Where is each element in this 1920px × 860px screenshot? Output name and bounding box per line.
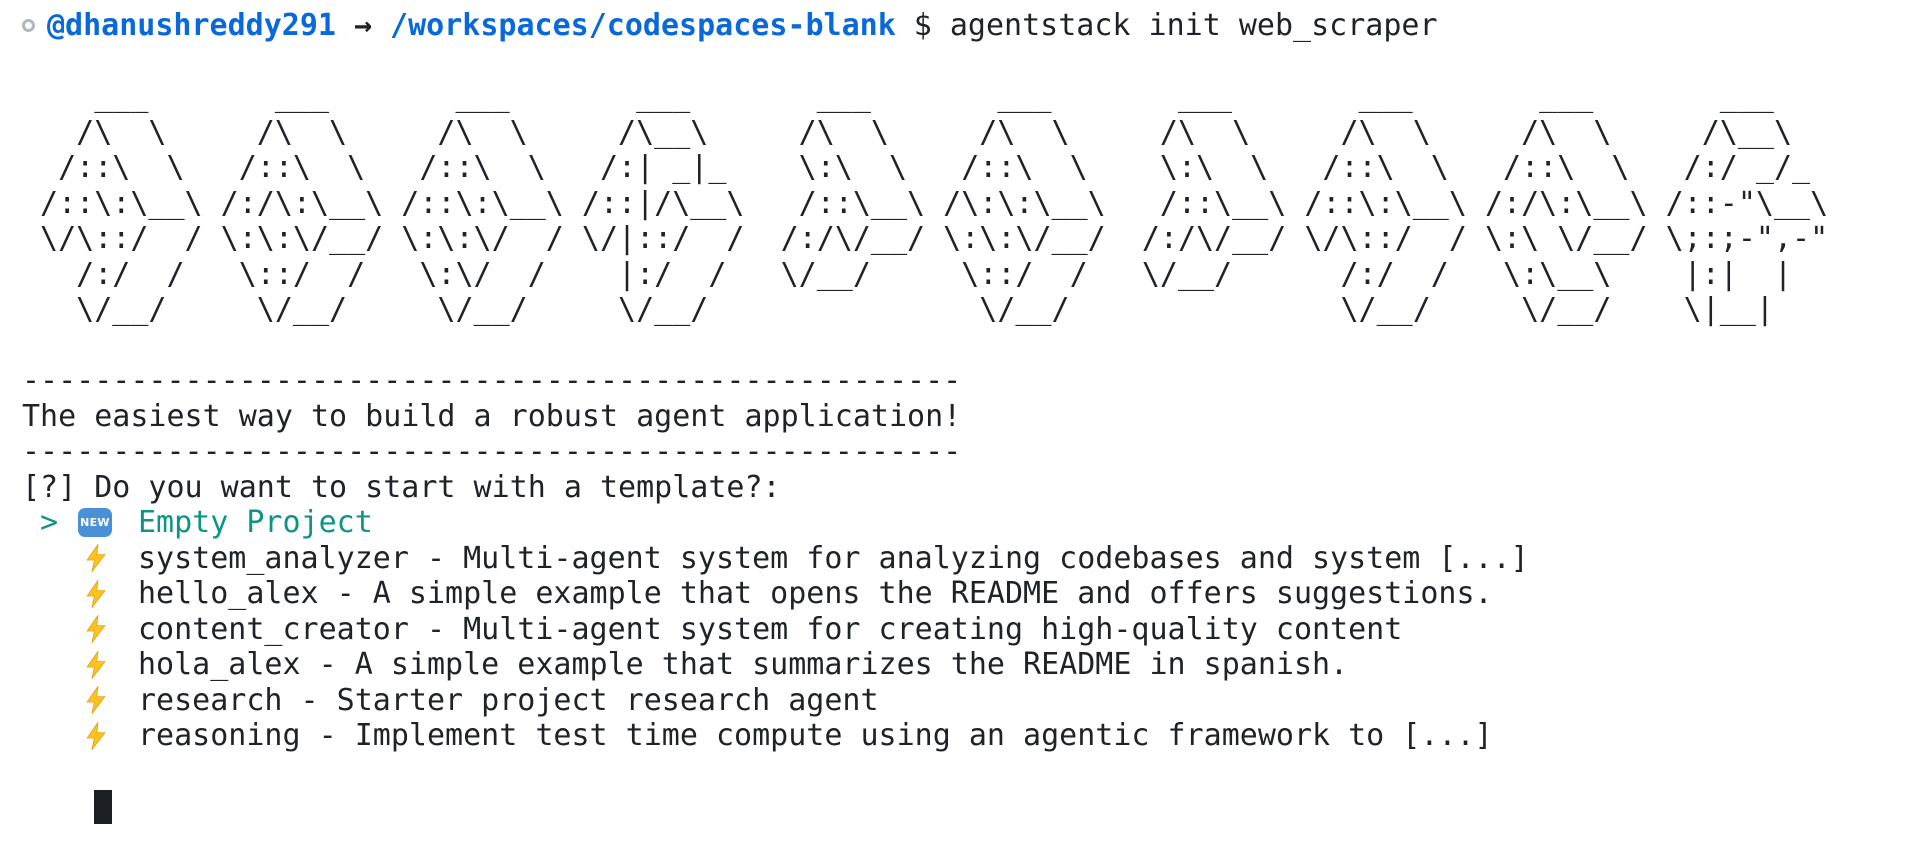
lightning-icon (83, 615, 108, 644)
tagline: The easiest way to build a robust agent … (22, 398, 962, 434)
lightning-icon (83, 721, 108, 750)
divider-bottom: ----------------------------------------… (22, 434, 962, 469)
divider-top: ----------------------------------------… (22, 363, 962, 398)
prompt-dollar-sign: $ (913, 8, 932, 43)
selected-option-label: Empty Project (138, 505, 373, 541)
blank-line (22, 44, 1920, 80)
lightning-icon (83, 650, 108, 679)
prompt-username: @dhanushreddy291 (47, 8, 336, 43)
prompt-line: @dhanushreddy291 → /workspaces/codespace… (22, 8, 1920, 44)
template-option-label: research - Starter project research agen… (138, 682, 879, 718)
lightning-icon (83, 579, 108, 608)
prompt-circle-icon (22, 19, 35, 33)
prompt-arrow-icon: → (353, 8, 373, 43)
template-option-label: reasoning - Implement test time compute … (138, 718, 1493, 754)
template-option[interactable]: system_analyzer - Multi-agent system for… (22, 541, 1920, 577)
template-option-label: content_creator - Multi-agent system for… (138, 611, 1403, 647)
terminal-screen: @dhanushreddy291 → /workspaces/codespace… (22, 8, 1920, 824)
template-option[interactable]: reasoning - Implement test time compute … (22, 718, 1920, 754)
template-option[interactable]: content_creator - Multi-agent system for… (22, 612, 1920, 648)
selected-option-empty-project[interactable]: > NEW Empty Project (22, 505, 1920, 541)
selection-marker: > (40, 505, 59, 541)
template-options: system_analyzer - Multi-agent system for… (22, 541, 1920, 754)
prompt-path: /workspaces/codespaces-blank (390, 8, 896, 43)
blank-line (22, 328, 1920, 364)
prompt-command: agentstack init web_scraper (949, 8, 1438, 43)
ascii-banner: ___ ___ ___ ___ ___ ___ ___ ___ ___ ___ … (40, 79, 1829, 327)
wizard-question: [?] Do you want to start with a template… (22, 469, 781, 505)
template-option-label: system_analyzer - Multi-agent system for… (138, 540, 1529, 576)
cursor-line (22, 754, 1920, 824)
new-badge-icon: NEW (78, 508, 112, 538)
template-option-label: hola_alex - A simple example that summar… (138, 647, 1349, 683)
template-option[interactable]: hello_alex - A simple example that opens… (22, 576, 1920, 612)
lightning-icon (83, 544, 108, 573)
template-option-label: hello_alex - A simple example that opens… (138, 576, 1493, 612)
new-badge-label: NEW (80, 516, 110, 530)
template-option[interactable]: hola_alex - A simple example that summar… (22, 647, 1920, 683)
terminal-cursor[interactable] (94, 790, 113, 824)
lightning-icon (83, 686, 108, 715)
template-option[interactable]: research - Starter project research agen… (22, 683, 1920, 719)
